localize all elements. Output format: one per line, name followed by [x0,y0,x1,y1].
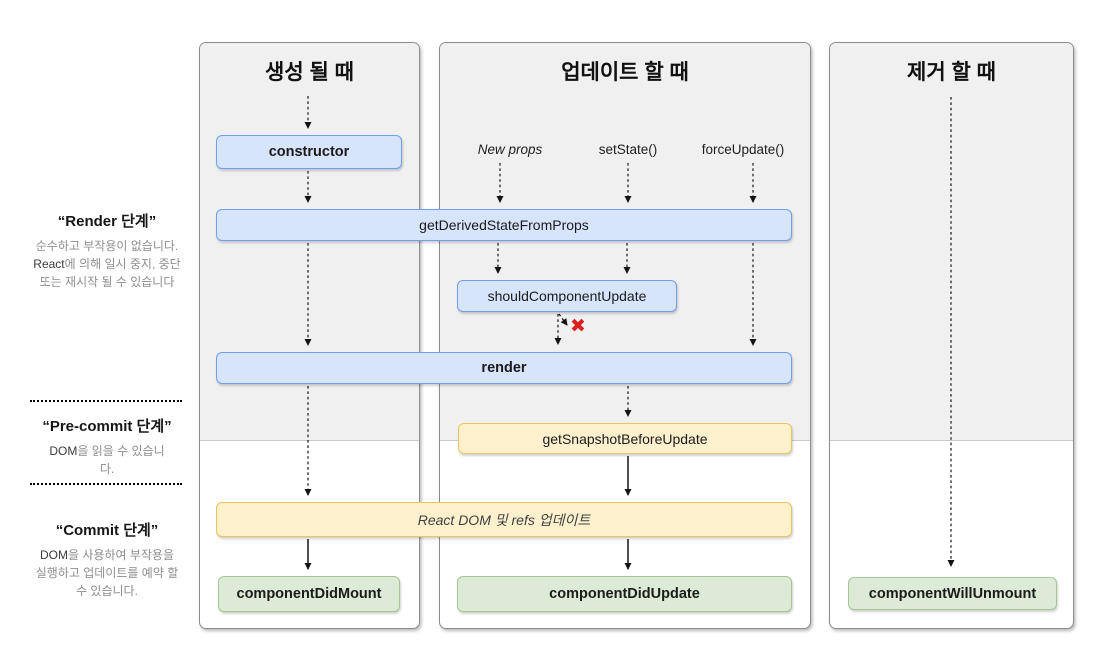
box-render: render [216,352,792,384]
box-componentwillunmount: componentWillUnmount [848,577,1057,610]
phase-label-precommit: “Pre-commit 단계” DOM을 읽을 수 있습니다. [26,415,188,478]
arrow-scu-to-skip-x [558,313,568,326]
box-getderivedstatefromprops: getDerivedStateFromProps [216,209,792,241]
box-getsnapshotbeforeupdate: getSnapshotBeforeUpdate [458,423,792,454]
trigger-new-props: New props [477,142,543,157]
skip-update-x-icon: ✖ [570,316,586,337]
column-title-mounting: 생성 될 때 [265,61,354,84]
box-react-dom-refs-update: React DOM 및 refs 업데이트 [216,502,792,537]
phase-precommit-title: “Pre-commit 단계” [42,418,172,435]
box-constructor: constructor [216,135,402,169]
column-title-unmounting: 제거 할 때 [907,61,996,84]
trigger-setstate: setState() [598,142,658,157]
phase-label-render: “Render 단계” 순수하고 부작용이 없습니다. React에 의해 일시… [26,210,188,292]
phase-separator-bottom [30,483,182,485]
phase-commit-description: DOM을 사용하여 부작용을 실행하고 업데이트를 예약 할 수 있습니다. [35,548,179,599]
box-shouldcomponentupdate: shouldComponentUpdate [457,280,677,312]
column-title-updating: 업데이트 할 때 [561,61,689,84]
phase-render-title: “Render 단계” [57,213,157,230]
phase-separator-top [30,400,182,402]
phase-label-commit: “Commit 단계” DOM을 사용하여 부작용을 실행하고 업데이트를 예약… [26,519,188,601]
phase-precommit-description: DOM을 읽을 수 있습니다. [49,444,165,477]
box-componentdidmount: componentDidMount [218,576,400,612]
phase-render-description: 순수하고 부작용이 없습니다. React에 의해 일시 중지, 중단 또는 재… [33,239,181,290]
phase-commit-title: “Commit 단계” [55,522,159,539]
box-componentdidupdate: componentDidUpdate [457,576,792,612]
trigger-forceupdate: forceUpdate() [701,142,785,157]
